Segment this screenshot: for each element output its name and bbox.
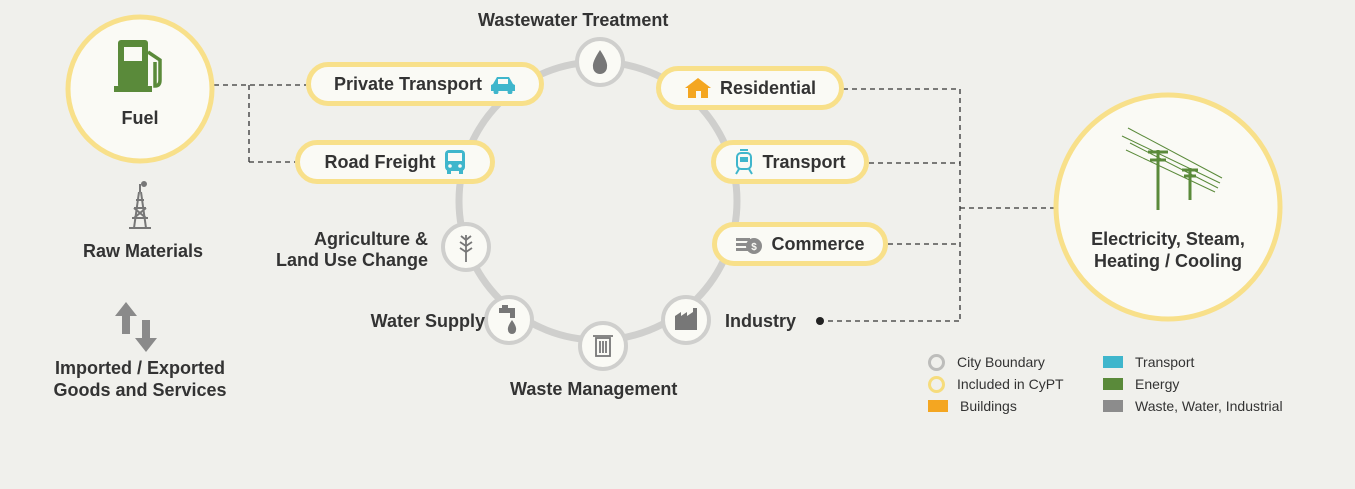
wastewater-label: Wastewater Treatment bbox=[478, 10, 669, 30]
residential-label: Residential bbox=[719, 77, 817, 98]
waste-management-label: Waste Management bbox=[510, 379, 678, 399]
commerce-label: Commerce bbox=[771, 233, 865, 254]
water-supply-label: Water Supply bbox=[370, 311, 485, 331]
road-freight-pill: Road Freight bbox=[295, 140, 495, 184]
industry-node bbox=[661, 295, 711, 345]
legend-yellow-ring-swatch bbox=[928, 375, 945, 393]
legend-energy-swatch bbox=[1103, 378, 1123, 390]
legend-buildings-text: Buildings bbox=[960, 398, 1017, 414]
water-drop-icon bbox=[592, 50, 608, 74]
commerce-pill: $ Commerce bbox=[712, 222, 888, 266]
electricity-node bbox=[1053, 92, 1283, 322]
legend-ring-swatch bbox=[928, 353, 945, 371]
road-freight-label: Road Freight bbox=[324, 151, 436, 172]
svg-text:$: $ bbox=[752, 242, 758, 253]
legend-waste-swatch bbox=[1103, 400, 1123, 412]
transport-label: Transport bbox=[762, 151, 846, 172]
electricity-line-2: Heating / Cooling bbox=[1094, 251, 1242, 271]
imported-line-2: Goods and Services bbox=[53, 380, 227, 400]
private-transport-label: Private Transport bbox=[333, 73, 483, 94]
legend-waste: Waste, Water, Industrial bbox=[1103, 395, 1283, 417]
fuel-pump-icon bbox=[114, 40, 162, 92]
raw-materials-label: Raw Materials bbox=[82, 241, 204, 261]
import-export-arrows-icon bbox=[115, 302, 157, 352]
legend-city-boundary-text: City Boundary bbox=[957, 354, 1045, 370]
imported-exported-label: Imported / Exported Goods and Services bbox=[40, 357, 240, 401]
imported-line-1: Imported / Exported bbox=[54, 358, 225, 378]
connector-lines bbox=[214, 84, 1055, 322]
transport-pill: Transport bbox=[711, 140, 869, 184]
faucet-icon bbox=[499, 305, 517, 334]
electricity-label: Electricity, Steam, Heating / Cooling bbox=[1068, 228, 1268, 272]
legend-transport-text: Transport bbox=[1135, 354, 1195, 370]
oil-derrick-icon bbox=[129, 181, 151, 229]
legend-transport-swatch bbox=[1103, 356, 1123, 368]
wastewater-node bbox=[575, 37, 625, 87]
legend-buildings: Buildings bbox=[928, 395, 1064, 417]
legend-included: Included in CyPT bbox=[928, 373, 1064, 395]
agriculture-label: Agriculture & Land Use Change bbox=[250, 229, 428, 271]
electricity-line-1: Electricity, Steam, bbox=[1091, 229, 1245, 249]
legend-buildings-swatch bbox=[928, 400, 948, 412]
legend-waste-text: Waste, Water, Industrial bbox=[1135, 398, 1283, 414]
legend-city-boundary: City Boundary bbox=[928, 351, 1064, 373]
industry-dot bbox=[816, 317, 824, 325]
coins-icon: $ bbox=[736, 238, 763, 254]
water-supply-node bbox=[484, 295, 534, 345]
legend-transport: Transport bbox=[1103, 351, 1283, 373]
legend-energy: Energy bbox=[1103, 373, 1283, 395]
residential-pill: Residential bbox=[656, 66, 844, 110]
bus-icon bbox=[444, 150, 465, 174]
legend-left: City Boundary Included in CyPT Buildings bbox=[928, 351, 1064, 417]
factory-icon bbox=[675, 308, 697, 330]
agriculture-node bbox=[441, 222, 491, 272]
train-icon bbox=[735, 149, 754, 175]
legend-energy-text: Energy bbox=[1135, 376, 1180, 392]
house-icon bbox=[684, 78, 711, 98]
legend-right: Transport Energy Waste, Water, Industria… bbox=[1103, 351, 1283, 417]
agriculture-line-1: Agriculture & bbox=[313, 229, 428, 249]
fuel-label: Fuel bbox=[121, 108, 159, 128]
private-transport-pill: Private Transport bbox=[306, 62, 544, 106]
legend-included-text: Included in CyPT bbox=[957, 376, 1064, 392]
waste-management-node bbox=[578, 321, 628, 371]
wheat-icon bbox=[459, 235, 473, 262]
industry-label: Industry bbox=[725, 311, 797, 331]
agriculture-line-2: Land Use Change bbox=[275, 250, 428, 270]
fuel-node bbox=[65, 14, 215, 164]
trash-can-icon bbox=[593, 335, 613, 357]
car-icon bbox=[491, 77, 516, 94]
